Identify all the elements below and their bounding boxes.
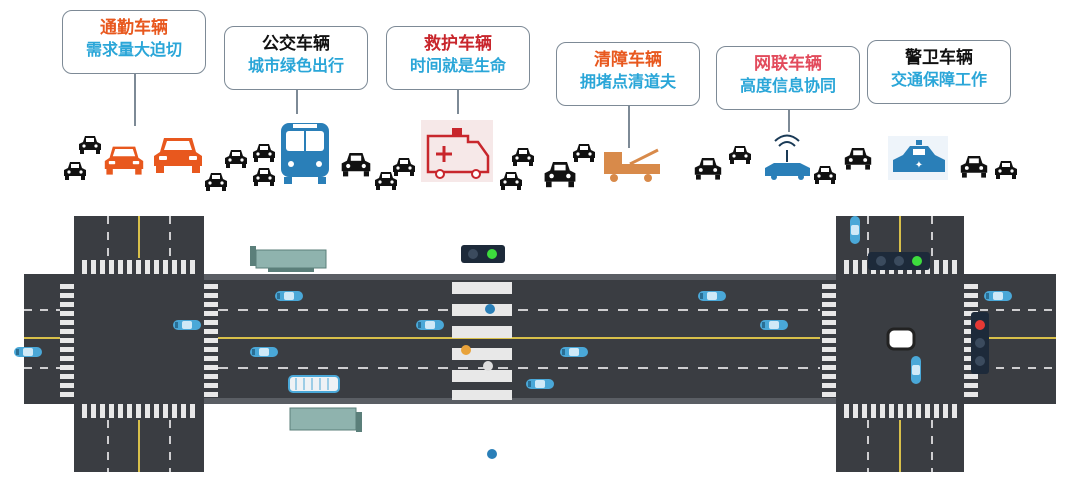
- black-car-icon: [393, 158, 415, 176]
- connector-line: [457, 90, 459, 114]
- vehicle-row: ✦: [64, 120, 1017, 191]
- label-subtitle: 交通保障工作: [890, 70, 987, 89]
- orange-car-icon: [154, 138, 202, 173]
- connector-line: [628, 106, 630, 148]
- svg-text:✦: ✦: [915, 160, 923, 171]
- traffic-signal: [461, 245, 505, 263]
- crosswalk: [60, 260, 978, 418]
- label-title: 警卫车辆: [905, 48, 973, 68]
- pedestrian-icon: [485, 304, 495, 314]
- pedestrian-icon: [461, 345, 471, 355]
- label-connected: 网联车辆 高度信息协同: [716, 46, 860, 110]
- ambulance-icon: [421, 120, 493, 182]
- car-icon: [760, 320, 788, 330]
- car-icon: [250, 347, 278, 357]
- connector-line: [296, 90, 298, 114]
- black-car-icon: [375, 172, 397, 190]
- black-car-icon: [253, 168, 275, 186]
- black-car-icon: [64, 162, 86, 180]
- bus-icon: [288, 375, 340, 393]
- black-car-icon: [512, 148, 534, 166]
- connector-line: [788, 110, 790, 132]
- black-car-icon: [573, 144, 595, 162]
- label-subtitle: 时间就是生命: [409, 56, 506, 75]
- black-car-icon: [960, 156, 988, 178]
- label-title: 通勤车辆: [100, 18, 168, 38]
- car-icon: [850, 216, 860, 244]
- black-car-icon: [995, 161, 1017, 179]
- orange-car-icon: [104, 146, 144, 175]
- connector-line: [134, 74, 136, 126]
- car-icon: [14, 347, 42, 357]
- pedestrian-icon: [483, 361, 493, 371]
- black-car-icon: [814, 166, 836, 184]
- black-car-icon: [253, 144, 275, 162]
- car-icon: [911, 356, 921, 384]
- road-vehicles: [14, 216, 1012, 459]
- label-police: 警卫车辆 交通保障工作: [867, 40, 1011, 104]
- black-car-icon: [544, 162, 576, 188]
- black-car-icon: [844, 148, 872, 170]
- black-car-icon: [500, 172, 522, 190]
- label-subtitle: 高度信息协同: [739, 76, 836, 95]
- label-title: 网联车辆: [754, 54, 822, 74]
- bus-stop: [250, 246, 362, 432]
- black-car-icon: [79, 136, 101, 154]
- junction-marker: [886, 327, 916, 351]
- car-icon: [416, 320, 444, 330]
- bus-icon: [281, 123, 329, 184]
- car-icon: [526, 379, 554, 389]
- black-car-icon: [729, 146, 751, 164]
- label-subtitle: 城市绿色出行: [247, 56, 344, 75]
- label-subtitle: 需求量大迫切: [85, 40, 182, 59]
- black-car-icon: [341, 153, 371, 177]
- label-commuter: 通勤车辆 需求量大迫切: [62, 10, 206, 74]
- label-title: 救护车辆: [424, 34, 492, 54]
- police-car-icon: ✦: [888, 136, 948, 180]
- label-subtitle: 拥堵点清道夫: [579, 72, 676, 91]
- black-car-icon: [225, 150, 247, 168]
- label-tow: 清障车辆 拥堵点清道夫: [556, 42, 700, 106]
- tow-truck-icon: [604, 148, 660, 182]
- car-icon: [698, 291, 726, 301]
- traffic-signal: [868, 252, 930, 270]
- label-bus: 公交车辆 城市绿色出行: [224, 26, 368, 90]
- label-ambulance: 救护车辆 时间就是生命: [386, 26, 530, 90]
- label-title: 清障车辆: [594, 50, 662, 70]
- pedestrian-icon: [487, 449, 497, 459]
- car-icon: [275, 291, 303, 301]
- connected-car-icon: [765, 134, 810, 180]
- label-title: 公交车辆: [262, 34, 330, 54]
- car-icon: [560, 347, 588, 357]
- car-icon: [173, 320, 201, 330]
- traffic-signal: [971, 312, 989, 374]
- black-car-icon: [205, 173, 227, 191]
- car-icon: [984, 291, 1012, 301]
- black-car-icon: [694, 158, 722, 180]
